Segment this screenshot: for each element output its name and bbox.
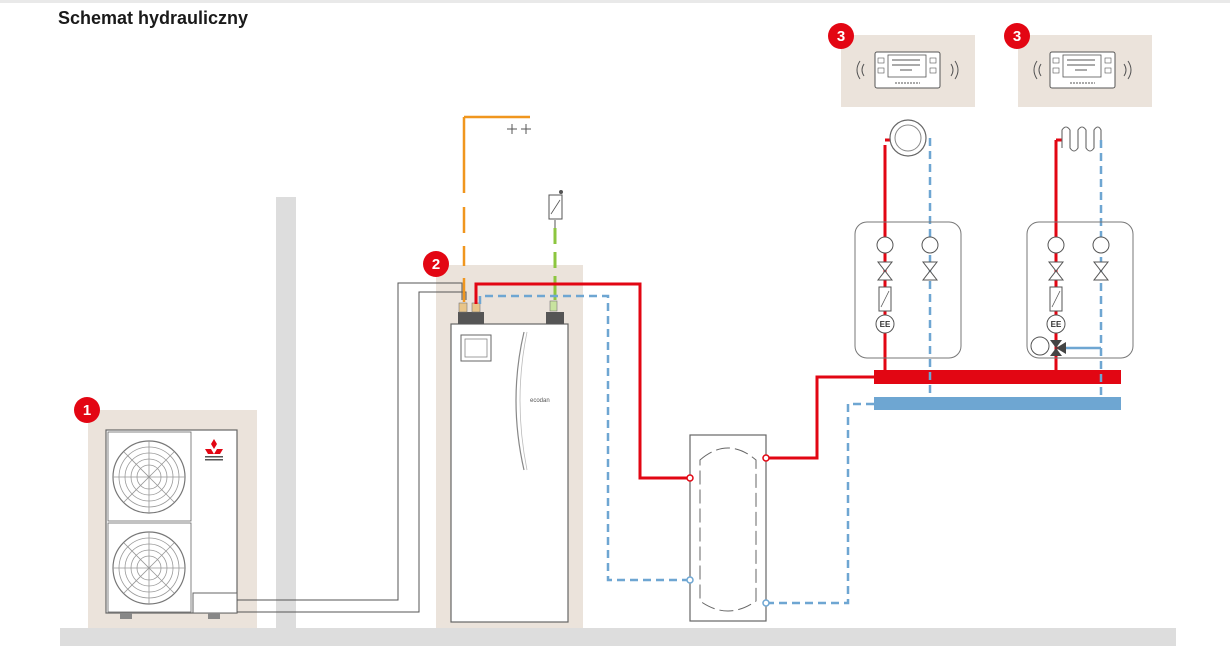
supply-manifold [874,370,1121,384]
mitsubishi-logo-icon [205,439,223,461]
thermostat-icon [1049,51,1116,89]
pump-icon [1092,236,1110,254]
svg-text:2: 2 [432,256,440,273]
pump-icon [1047,236,1065,254]
temperature-sensor [548,190,563,232]
underfloor-coil-icon [1061,126,1102,152]
wireless-signal-icon [1033,60,1132,80]
floor [60,628,1176,646]
fan-grille-icon [112,440,186,514]
mixing-valve-icon [1030,336,1101,356]
pump-icon [921,236,939,254]
heating-group-2: EE [1026,221,1134,359]
badge-controller-1: 3 [828,23,854,49]
return-manifold [874,397,1121,410]
valve-icon [876,261,939,281]
indoor-unit: ecodan [450,300,569,623]
refrigerant-lines [237,282,467,613]
wireless-signal-icon [856,60,959,80]
fan-grille-icon [112,531,186,605]
page-title: Schemat hydrauliczny [58,8,249,28]
thermostat-icon [874,51,941,89]
power-supply-icon [507,124,531,134]
badge-indoor-unit: 2 [423,251,449,277]
top-rule [0,0,1230,3]
radiator-icon [889,119,927,157]
controller-2 [1033,51,1132,89]
power-cable [462,115,530,302]
wall [276,197,296,628]
pump-icon [876,236,894,254]
valve-icon [1047,261,1110,281]
valve-label-1: EE [880,320,891,329]
buffer-tank [689,434,767,622]
brand-label: ecodan [530,398,550,404]
svg-text:3: 3 [1013,28,1021,45]
heating-group-1: EE [854,221,962,359]
badge-controller-2: 3 [1004,23,1030,49]
svg-text:1: 1 [83,402,91,419]
badge-outdoor-unit: 1 [74,397,100,423]
outdoor-unit [105,429,238,619]
controller-1 [856,51,959,89]
valve-label-2: EE [1051,320,1062,329]
svg-text:3: 3 [837,28,845,45]
